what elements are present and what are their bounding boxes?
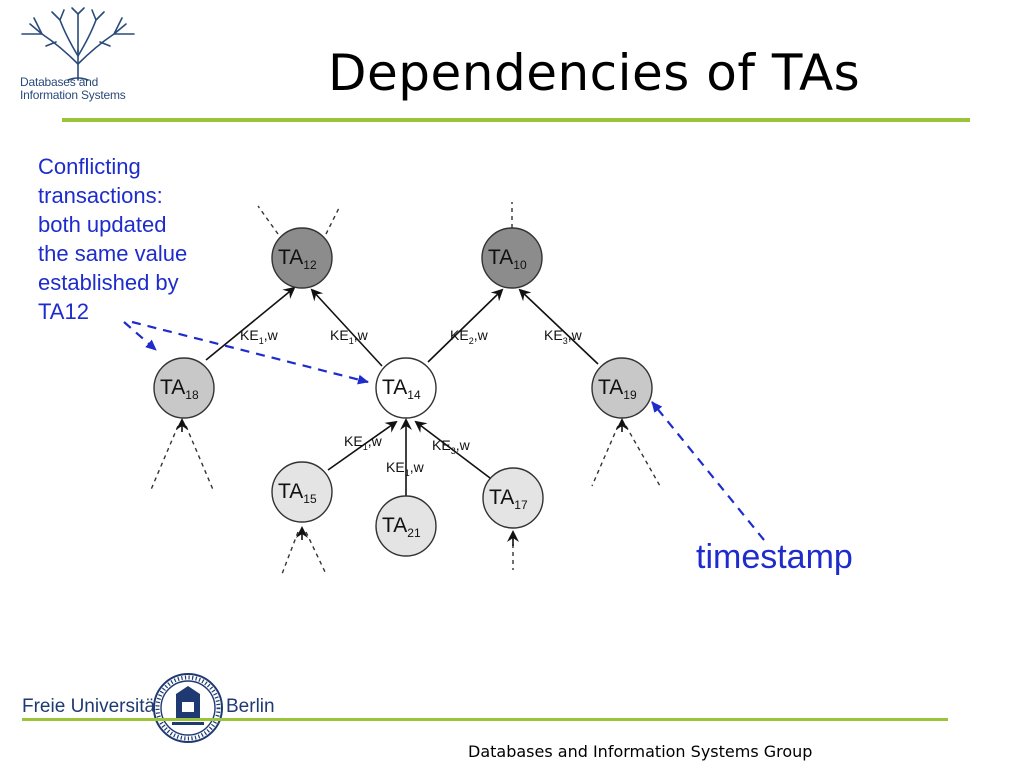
conflict-note-line: both updated (38, 212, 167, 237)
dashed-stub (257, 205, 279, 235)
conflict-note-line: the same value (38, 241, 188, 266)
edge-ta17-ta14 (414, 420, 491, 479)
edge-label: KE1,w (344, 433, 383, 452)
node-circle (375, 357, 437, 419)
conflict-note-line: transactions: (38, 183, 163, 208)
title-divider (62, 118, 970, 122)
svg-text:TA18: TA18 (160, 376, 199, 402)
svg-text:TA17: TA17 (489, 486, 528, 512)
node-circle (271, 227, 333, 289)
annotation-arrow-to-ta19 (651, 401, 765, 541)
annotation-arrow-to-ta14 (131, 320, 369, 385)
node-circle (153, 357, 215, 419)
logo-text-line2: Information Systems (20, 88, 126, 102)
edge-label: KE3,w (544, 327, 583, 346)
node-circle (482, 467, 544, 529)
edge-label: KE1,w (386, 459, 425, 478)
timestamp-label: timestamp (696, 538, 853, 576)
logo-text-line1: Databases and (20, 75, 99, 89)
node-ta19: TA19 (591, 357, 653, 419)
node-ta17: TA17 (482, 467, 544, 529)
node-ta14: TA14 (375, 357, 437, 419)
svg-text:TA14: TA14 (382, 376, 421, 402)
svg-text:TA12: TA12 (278, 246, 317, 272)
node-circle (271, 461, 333, 523)
page-title: Dependencies of TAs (328, 44, 861, 102)
conflict-note-line: Conflicting (38, 154, 141, 179)
conflict-note-line: established by (38, 270, 179, 295)
node-ta10: TA10 (481, 227, 543, 289)
university-name-right: Berlin (226, 696, 275, 717)
edge-ta19-ta10 (518, 288, 599, 365)
node-ta12: TA12 (271, 227, 333, 289)
dashed-stub (325, 205, 341, 235)
conflict-note-line: TA12 (38, 299, 89, 324)
node-ta18: TA18 (153, 357, 215, 419)
node-ta21: TA21 (375, 495, 437, 557)
edge-label: KE3,w (432, 437, 471, 456)
node-circle (481, 227, 543, 289)
dashed-stub (149, 425, 179, 493)
dashed-stub (591, 425, 619, 487)
node-ta15: TA15 (271, 461, 333, 523)
svg-text:TA19: TA19 (598, 376, 637, 402)
svg-text:TA10: TA10 (488, 246, 527, 272)
edge-ta15-ta14 (327, 420, 398, 471)
dashed-stub (281, 531, 299, 575)
edge-labels: KE1,w KE1,w KE2,w KE3,w KE1,w KE3,w KE1,… (240, 327, 583, 478)
edge-label: KE2,w (450, 327, 489, 346)
footer-divider (22, 718, 948, 721)
node-circle (375, 495, 437, 557)
edge-label: KE1,w (330, 327, 369, 346)
node-circle (591, 357, 653, 419)
dashed-stub (625, 425, 661, 487)
university-name-left: Freie Universität (22, 696, 161, 717)
edge-ta18-ta12 (205, 286, 296, 361)
dashed-stub (185, 425, 215, 493)
footer-group-name: Databases and Information Systems Group (468, 742, 813, 761)
svg-text:TA21: TA21 (382, 514, 421, 540)
edge-label: KE1,w (240, 327, 279, 346)
edge-ta14-ta10 (427, 288, 504, 363)
conflict-note: Conflicting transactions: both updated t… (38, 152, 248, 326)
university-seal-icon (153, 673, 223, 743)
dashed-stub (305, 531, 327, 575)
dbis-tree-logo (21, 7, 135, 81)
svg-text:TA15: TA15 (278, 480, 317, 506)
edge-ta14-ta12 (310, 288, 383, 367)
annotation-arrow-to-ta18 (123, 321, 157, 351)
